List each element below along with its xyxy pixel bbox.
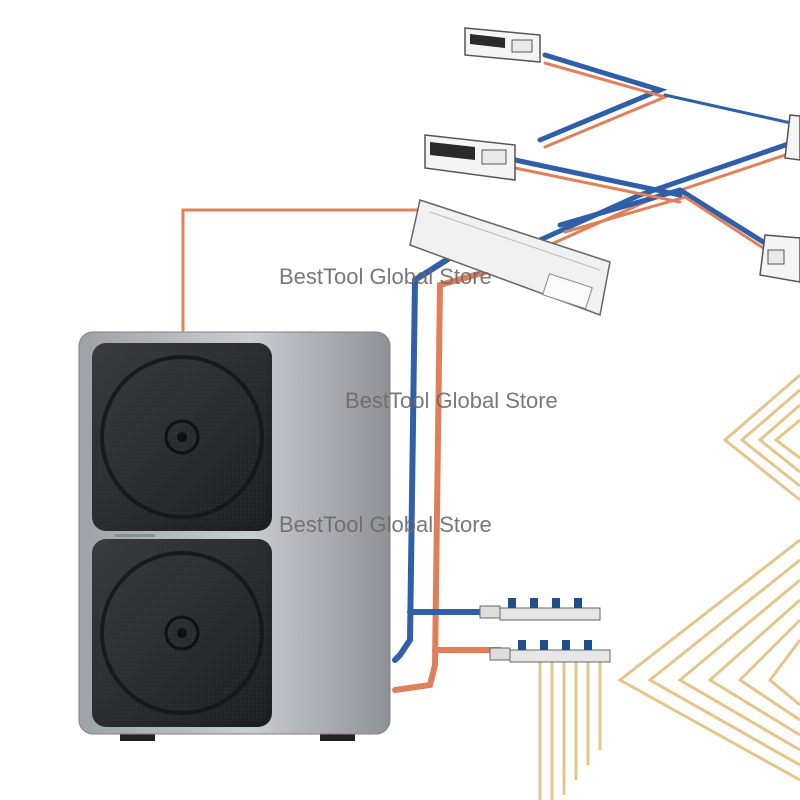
floor-heating-coils <box>538 373 800 800</box>
heat-pump-outdoor-unit <box>78 331 391 741</box>
brand-label-strip <box>115 534 155 537</box>
pipe-network <box>181 52 800 693</box>
manifold-lower <box>489 640 611 663</box>
manifold-upper <box>479 598 601 621</box>
indoor-unit-right-bottom <box>759 234 800 283</box>
indoor-unit-right-top <box>784 114 800 161</box>
fan-panel-lower <box>92 539 272 727</box>
indoor-unit-middle <box>424 134 516 181</box>
indoor-unit-top <box>464 27 541 63</box>
fan-panel-upper <box>92 343 272 531</box>
distribution-duct-box <box>409 199 611 317</box>
